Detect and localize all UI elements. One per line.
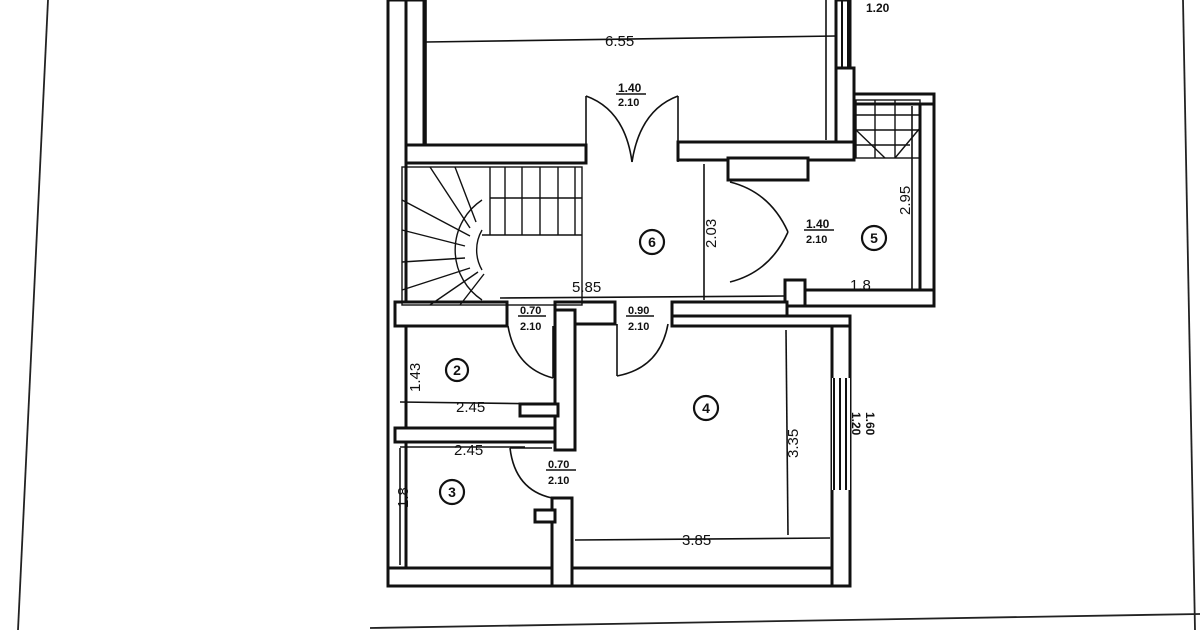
door-room2-height: 2.10 <box>520 321 541 333</box>
dim-room5-height: 2.95 <box>897 186 914 215</box>
window-room4-height: 1.20 <box>849 412 863 436</box>
door-room2 <box>507 325 554 379</box>
room-number-3: 3 <box>448 484 456 500</box>
window-room4 <box>832 378 850 490</box>
room-number-6: 6 <box>648 234 656 250</box>
door-label-room3: 0.70 2.10 <box>546 459 576 487</box>
dim-room3-width: 2.45 <box>454 442 483 459</box>
room-marker-5: 5 <box>860 224 888 252</box>
door-label-room4: 0.90 2.10 <box>626 305 654 333</box>
sheet-border-left <box>17 0 49 630</box>
door-main-height: 2.10 <box>618 97 639 109</box>
door-room3-width: 0.70 <box>548 459 569 471</box>
door-room3 <box>509 447 553 499</box>
dim-room2-width: 2.45 <box>456 399 485 416</box>
dim-room5-width: 1.8 <box>850 277 871 294</box>
door-label-room2: 0.70 2.10 <box>518 305 546 333</box>
walls <box>386 0 936 588</box>
door-room3-height: 2.10 <box>548 475 569 487</box>
door-room4-width: 0.90 <box>628 305 649 317</box>
dim-hall-height: 2.03 <box>703 219 720 248</box>
dim-room2-height: 1.43 <box>407 363 424 392</box>
door-label-main: 1.40 2.10 <box>616 81 646 109</box>
window-label-room4: 1.60 1.20 <box>849 412 877 436</box>
sheet-border-bottom <box>369 613 1200 629</box>
dim-top-window: 1.20 <box>866 1 890 15</box>
window-top-right <box>841 0 849 68</box>
sheet-border-right <box>1182 0 1196 630</box>
staircase-main <box>401 166 583 306</box>
room-number-4: 4 <box>702 400 710 416</box>
door-room2-width: 0.70 <box>520 305 541 317</box>
dim-room3-height: 1.8 <box>395 487 412 508</box>
room-marker-3: 3 <box>438 478 466 506</box>
door-main <box>585 95 679 163</box>
dim-room4-height: 3.35 <box>785 429 802 458</box>
door-main-width: 1.40 <box>618 81 642 95</box>
dim-room4-width: 3.85 <box>682 532 711 549</box>
room-marker-4: 4 <box>692 394 720 422</box>
dimension-lines <box>399 0 918 565</box>
room-number-5: 5 <box>870 230 878 246</box>
room-marker-6: 6 <box>638 228 666 256</box>
dim-top-width: 6.55 <box>605 33 634 50</box>
staircase-room5 <box>855 99 921 159</box>
room-marker-2: 2 <box>444 357 470 383</box>
door-room5-height: 2.10 <box>806 234 827 246</box>
door-room4-height: 2.10 <box>628 321 649 333</box>
door-room4 <box>616 323 669 377</box>
window-room4-width: 1.60 <box>863 412 877 436</box>
door-label-room5: 1.40 2.10 <box>804 217 834 246</box>
room-number-2: 2 <box>453 362 461 378</box>
door-room5 <box>729 181 789 283</box>
dim-hall-width: 5.85 <box>572 279 601 296</box>
door-room5-width: 1.40 <box>806 217 830 231</box>
